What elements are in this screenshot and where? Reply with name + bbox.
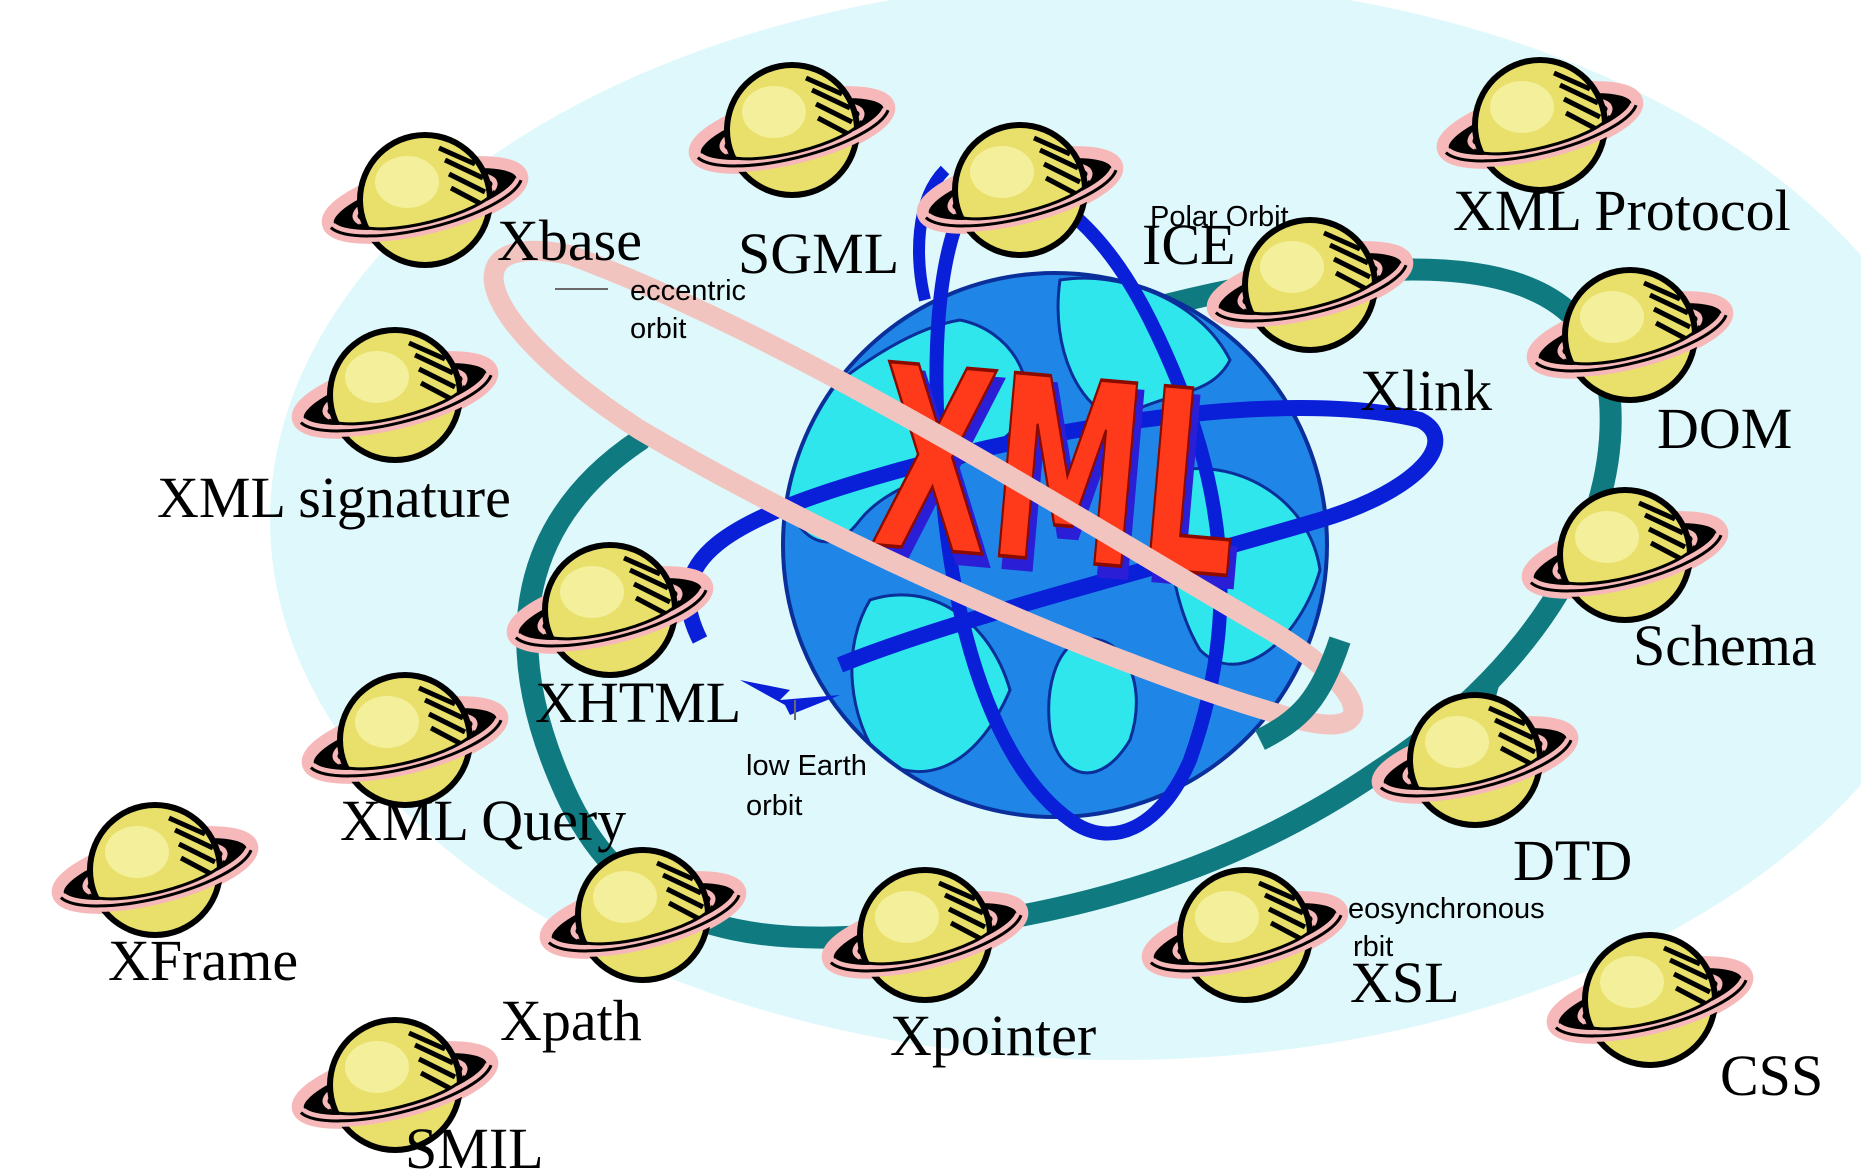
geosynchronous-orbit-path <box>516 258 1622 949</box>
polar-orbit-label: Polar Orbit <box>1150 201 1289 233</box>
label-dtd: DTD <box>1513 828 1632 893</box>
geosynchronous-orbit-label: eosynchronous rbit <box>1348 893 1553 963</box>
label-xframe: XFrame <box>108 928 298 993</box>
label-xhtml: XHTML <box>535 670 741 735</box>
low-earth-orbit-label: low Earth orbit <box>746 750 875 822</box>
label-dom: DOM <box>1657 396 1792 461</box>
low-earth-orbit-arrow <box>740 680 840 715</box>
planet-xframe-icon <box>51 802 260 938</box>
label-xml-signature: XML signature <box>157 465 511 530</box>
label-xml-protocol: XML Protocol <box>1453 178 1791 243</box>
label-xml-query: XML Query <box>340 788 626 853</box>
label-smil: SMIL <box>405 1116 544 1173</box>
label-xlink: Xlink <box>1360 358 1492 423</box>
label-css: CSS <box>1720 1043 1823 1108</box>
label-xsl: XSL <box>1350 950 1460 1015</box>
label-schema: Schema <box>1633 613 1817 678</box>
label-xbase: Xbase <box>497 208 642 273</box>
label-xpath: Xpath <box>500 988 642 1053</box>
geosynchronous-orbit-arrow <box>1470 665 1505 700</box>
label-ice: ICE <box>1142 212 1235 277</box>
eccentric-orbit-label: eccentric orbit <box>630 275 754 345</box>
label-sgml: SGML <box>738 221 899 286</box>
label-xpointer: Xpointer <box>890 1003 1096 1068</box>
